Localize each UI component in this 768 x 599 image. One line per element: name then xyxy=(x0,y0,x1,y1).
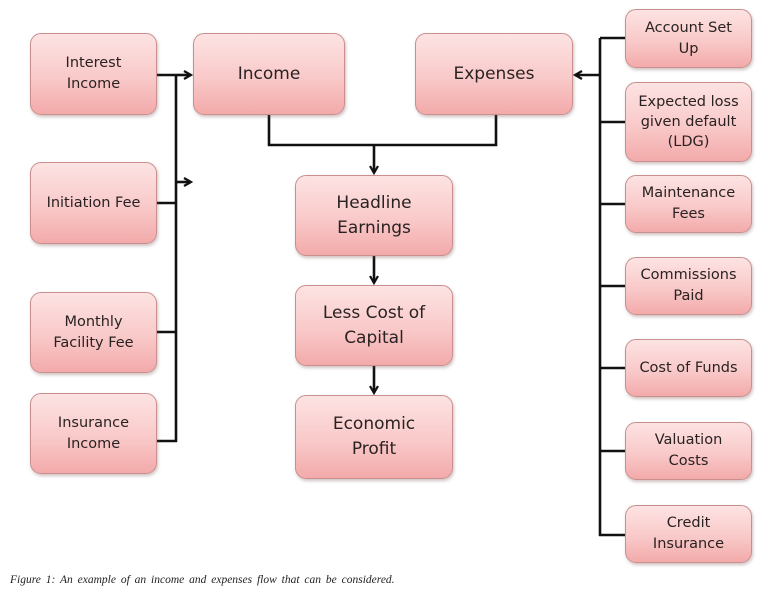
box-interest-income: Interest Income xyxy=(30,33,157,115)
box-credit-insurance: Credit Insurance xyxy=(625,505,752,563)
box-cost-of-funds: Cost of Funds xyxy=(625,339,752,397)
box-income: Income xyxy=(193,33,345,115)
figure-caption: Figure 1: An example of an income and ex… xyxy=(10,574,395,586)
box-maintenance-fees: Maintenance Fees xyxy=(625,175,752,233)
box-expected-loss-given-default: Expected loss given default (LDG) xyxy=(625,82,752,162)
box-economic-profit: Economic Profit xyxy=(295,395,453,479)
box-less-cost-of-capital: Less Cost of Capital xyxy=(295,285,453,366)
box-initiation-fee: Initiation Fee xyxy=(30,162,157,244)
box-insurance-income: Insurance Income xyxy=(30,393,157,474)
box-monthly-facility-fee: Monthly Facility Fee xyxy=(30,292,157,373)
box-valuation-costs: Valuation Costs xyxy=(625,422,752,480)
box-commissions-paid: Commissions Paid xyxy=(625,257,752,315)
box-expenses: Expenses xyxy=(415,33,573,115)
box-headline-earnings: Headline Earnings xyxy=(295,175,453,256)
box-account-set-up: Account Set Up xyxy=(625,9,752,68)
